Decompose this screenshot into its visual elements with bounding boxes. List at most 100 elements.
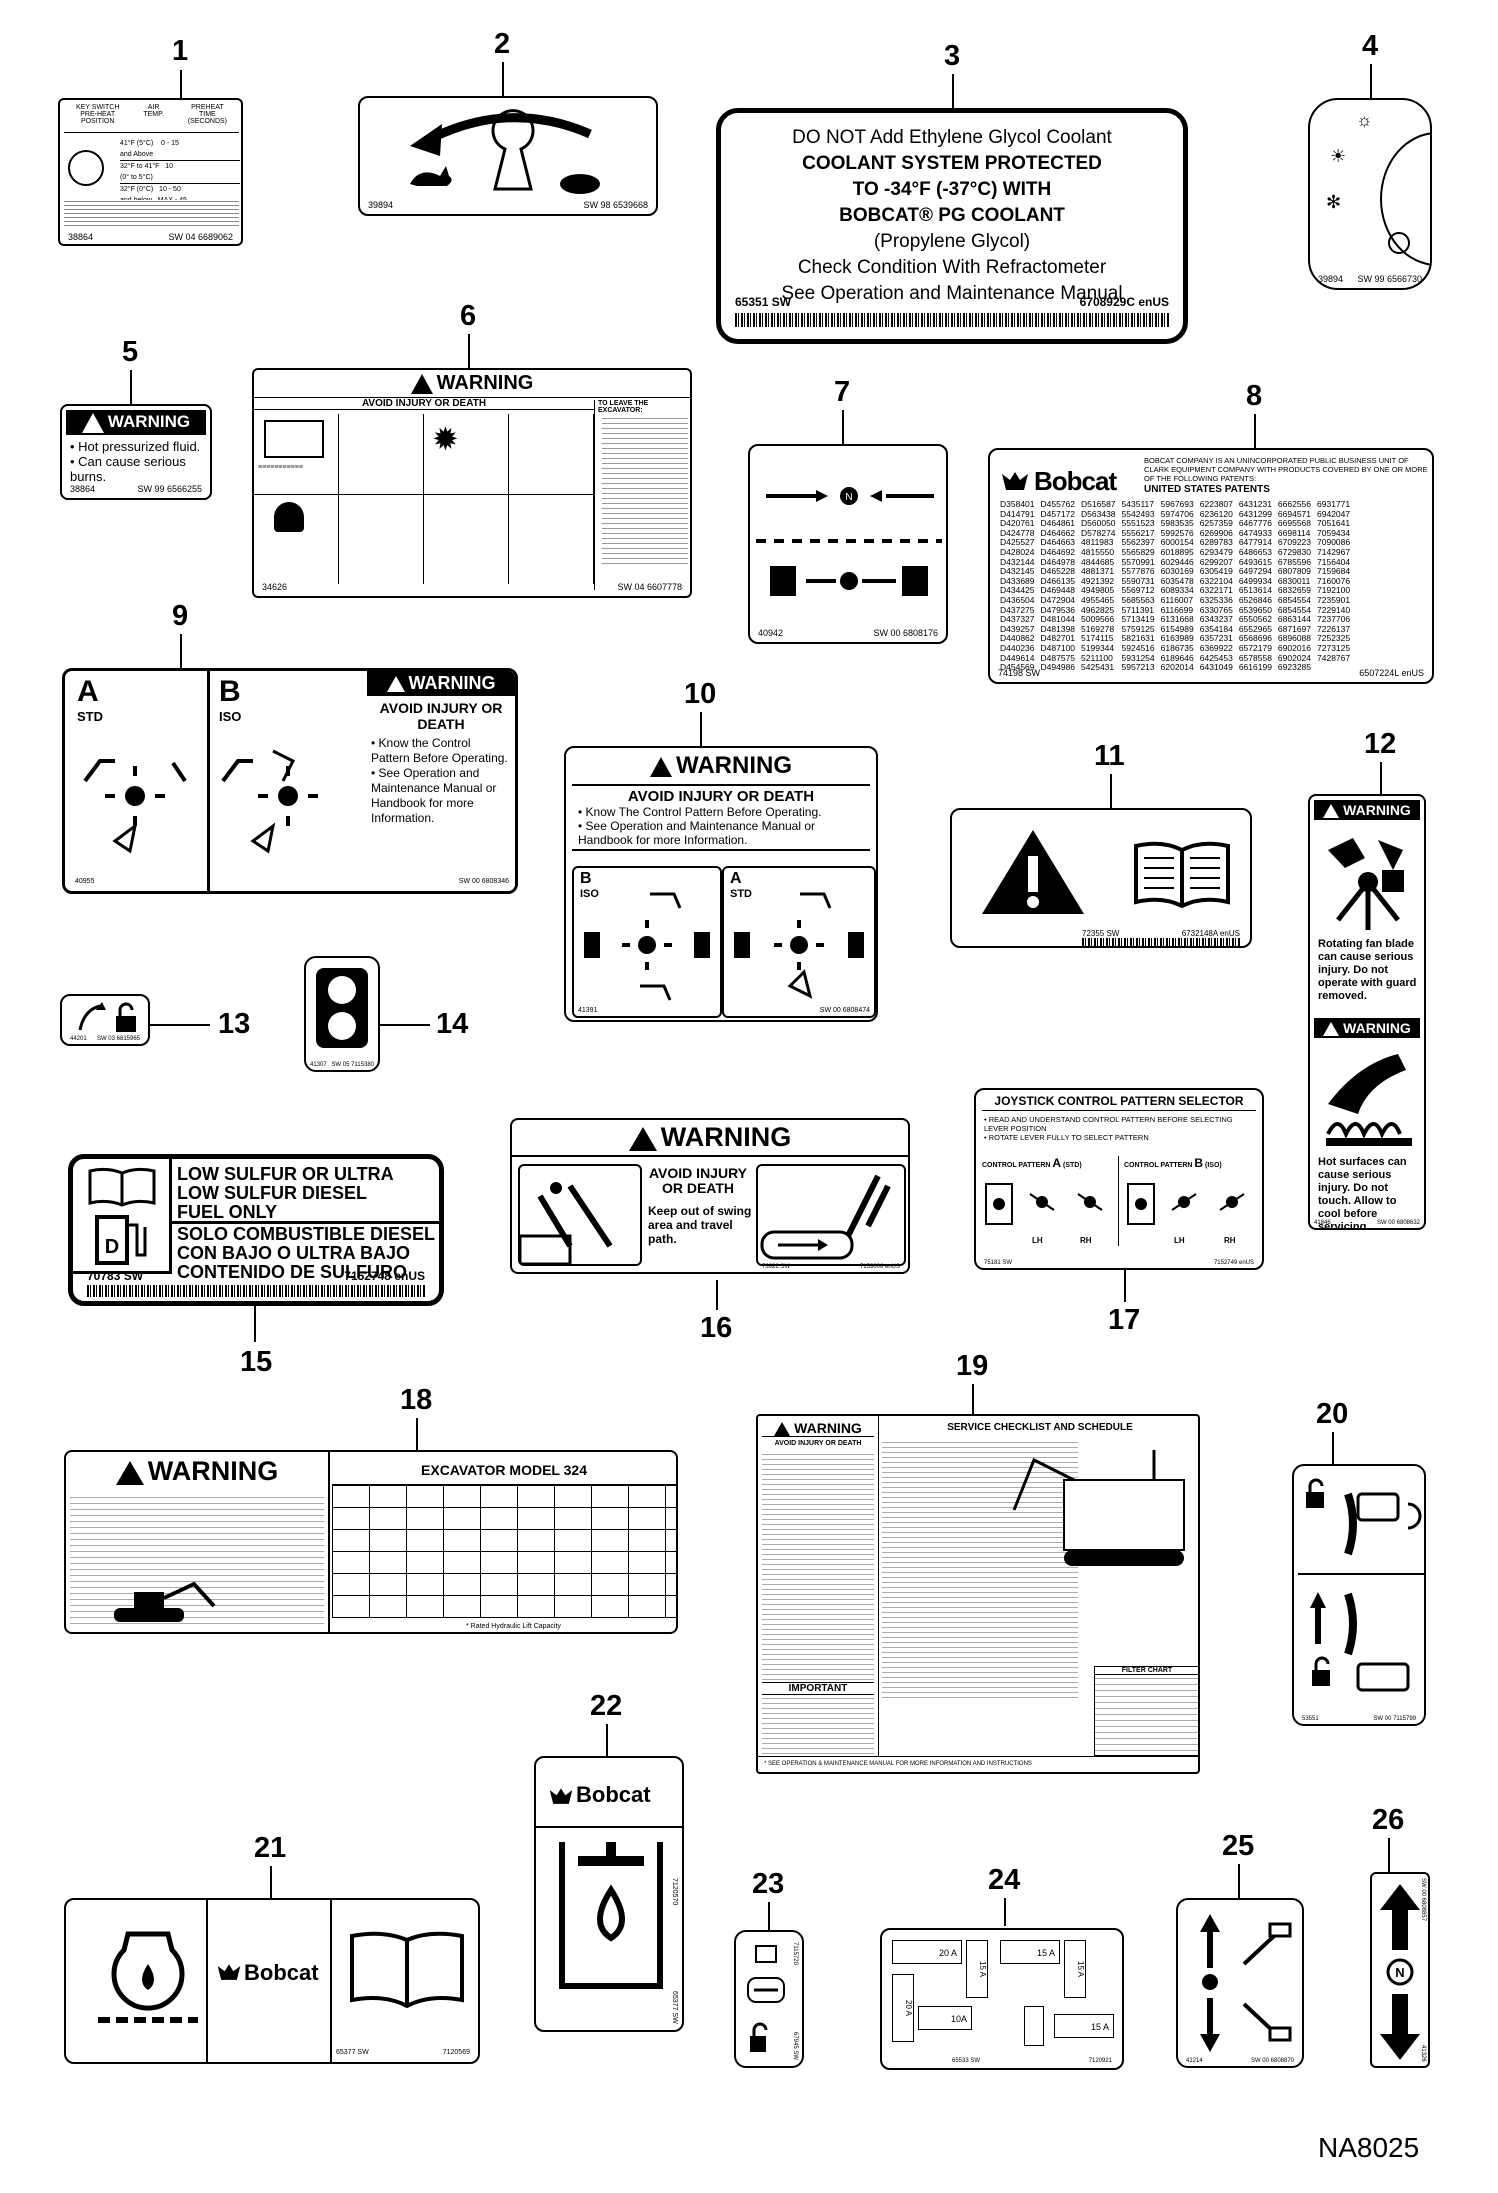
callout-6: 6 — [460, 300, 477, 332]
patent-number: 6116007 — [1160, 594, 1194, 605]
manual-book-icon — [1134, 841, 1230, 909]
barcode — [735, 313, 1169, 327]
patent-number: 6431049 — [1199, 662, 1233, 673]
pattern-a-panel: A STD SW 00 6808474 — [722, 866, 876, 1018]
patent-number: D432144 — [1000, 556, 1035, 567]
pattern-a-icon — [83, 759, 187, 854]
selector-title: JOYSTICK CONTROL PATTERN SELECTOR — [982, 1094, 1256, 1111]
fuse-slot-empty — [1024, 2006, 1044, 2046]
decal-23-unlock: 7115720 67945 SW — [734, 1930, 804, 2068]
patent-number: 5569712 — [1121, 585, 1155, 596]
pattern-a-icon — [734, 892, 864, 999]
leader-22 — [606, 1724, 608, 1756]
leader-5 — [130, 370, 132, 404]
decal-6-warning-panel: WARNING AVOID INJURY OR DEATH TO LEAVE T… — [252, 368, 692, 598]
filter-chart-title: FILTER CHART — [1095, 1667, 1198, 1675]
patent-number: 6807809 — [1277, 566, 1312, 577]
leave-steps — [602, 414, 688, 564]
boom-control-icon — [1200, 1914, 1292, 2052]
code-left: 41214 — [1186, 2058, 1203, 2064]
decal-8-patents: Bobcat BOBCAT COMPANY IS AN UNINCORPORAT… — [988, 448, 1434, 684]
patent-number: D479536 — [1040, 604, 1076, 615]
bobcat-logo-icon — [1000, 470, 1030, 494]
code-right: SW 03 6815965 — [96, 1036, 140, 1042]
patent-number: 6116699 — [1160, 604, 1194, 615]
patent-number: 5931254 — [1121, 652, 1155, 663]
patent-number: 6369922 — [1199, 642, 1233, 653]
leader-9 — [180, 634, 182, 668]
patent-number: 5174115 — [1081, 633, 1114, 644]
code-right: 7115720 — [792, 1942, 798, 1965]
patent-number: 5957213 — [1121, 662, 1155, 673]
travel-pictogram — [756, 1164, 906, 1266]
bobcat-logo-icon — [217, 1964, 241, 1980]
warning-triangle-icon — [386, 676, 405, 693]
patent-number: 4881371 — [1081, 566, 1115, 577]
bobcat-brand: Bobcat — [244, 1960, 319, 1985]
patent-number: 5711391 — [1121, 604, 1155, 615]
decal-5-hot-fluid: WARNING • Hot pressurized fluid. • Can c… — [60, 404, 212, 500]
patent-number: 6729830 — [1277, 546, 1312, 557]
leader-7 — [842, 410, 844, 444]
seatbelt-operator-icon — [274, 502, 304, 532]
patent-number: 5590731 — [1121, 575, 1155, 586]
leader-18 — [416, 1418, 418, 1450]
patent-number: 7090086 — [1317, 537, 1351, 548]
code-right: 7159006 enUS — [859, 1264, 900, 1270]
patent-number: 6431231 — [1238, 499, 1272, 509]
code-right: 7152748 enUS — [344, 1269, 425, 1283]
svg-text:N: N — [845, 492, 852, 503]
code-left: 65377 SW — [336, 2049, 369, 2056]
light-icon: ☼ — [1356, 110, 1373, 130]
code-right: SW 99 6566255 — [137, 484, 202, 494]
decal-16-swing-area: WARNING AVOID INJURY OR DEATH Keep out o… — [510, 1118, 910, 1274]
warning-title: WARNING — [107, 412, 191, 431]
patent-number: 5199344 — [1081, 642, 1115, 653]
code-right: SW 00 6808346 — [458, 878, 509, 885]
warning-fine-print — [762, 1450, 874, 1680]
pattern-b-panel: B ISO 41391 — [572, 866, 722, 1018]
pattern-a-label: CONTROL PATTERN A (STD) — [982, 1156, 1082, 1170]
warning-triangle-icon — [650, 756, 672, 777]
patent-number: 6698114 — [1277, 527, 1311, 538]
pattern-a-letter: A — [77, 675, 99, 708]
patent-number: 5551523 — [1121, 518, 1155, 529]
hot-fluid-text: • Hot pressurized fluid. • Can cause ser… — [62, 439, 210, 484]
leader-19 — [972, 1384, 974, 1418]
leader-8 — [1254, 414, 1256, 448]
patent-number: D358401 — [1000, 499, 1035, 509]
warning-bar-2: WARNING — [1314, 1018, 1420, 1039]
warning-text: WARNING AVOID INJURY OR DEATH • Know the… — [367, 671, 515, 891]
patent-number: 5685563 — [1121, 594, 1155, 605]
patent-number: 4955465 — [1081, 594, 1115, 605]
fuel-line-3: FUEL ONLY — [177, 1202, 278, 1222]
patent-number: 7252325 — [1317, 633, 1351, 644]
code-right: 7120569 — [442, 2049, 470, 2056]
avoid-injury-2: OR DEATH — [661, 1180, 735, 1196]
patent-number: 7142967 — [1317, 546, 1351, 557]
key-switch-icon — [68, 150, 104, 186]
attachment-lock-icon — [1298, 1478, 1424, 1692]
code-right: 7152749 enUS — [1213, 1260, 1254, 1266]
bullet-2: • Can cause serious burns. — [70, 453, 186, 484]
patent-number: 6029446 — [1160, 556, 1194, 567]
leader-2 — [502, 62, 504, 96]
patent-number: D464861 — [1040, 518, 1076, 529]
patent-number: D482701 — [1040, 633, 1076, 644]
patent-number: 5759125 — [1121, 623, 1155, 634]
code-right: SW 98 6539668 — [583, 200, 648, 210]
patent-number: D457172 — [1040, 508, 1076, 519]
decal-22-hydraulic-fluid: Bobcat 7120570 65377 SW — [534, 1756, 684, 2032]
warning-triangle-icon — [628, 1126, 657, 1151]
patent-number: 6322104 — [1199, 575, 1233, 586]
callout-14: 14 — [436, 1008, 469, 1040]
leader-26 — [1388, 1838, 1390, 1872]
patent-number: 6550562 — [1238, 614, 1272, 625]
barcode — [1082, 938, 1240, 946]
